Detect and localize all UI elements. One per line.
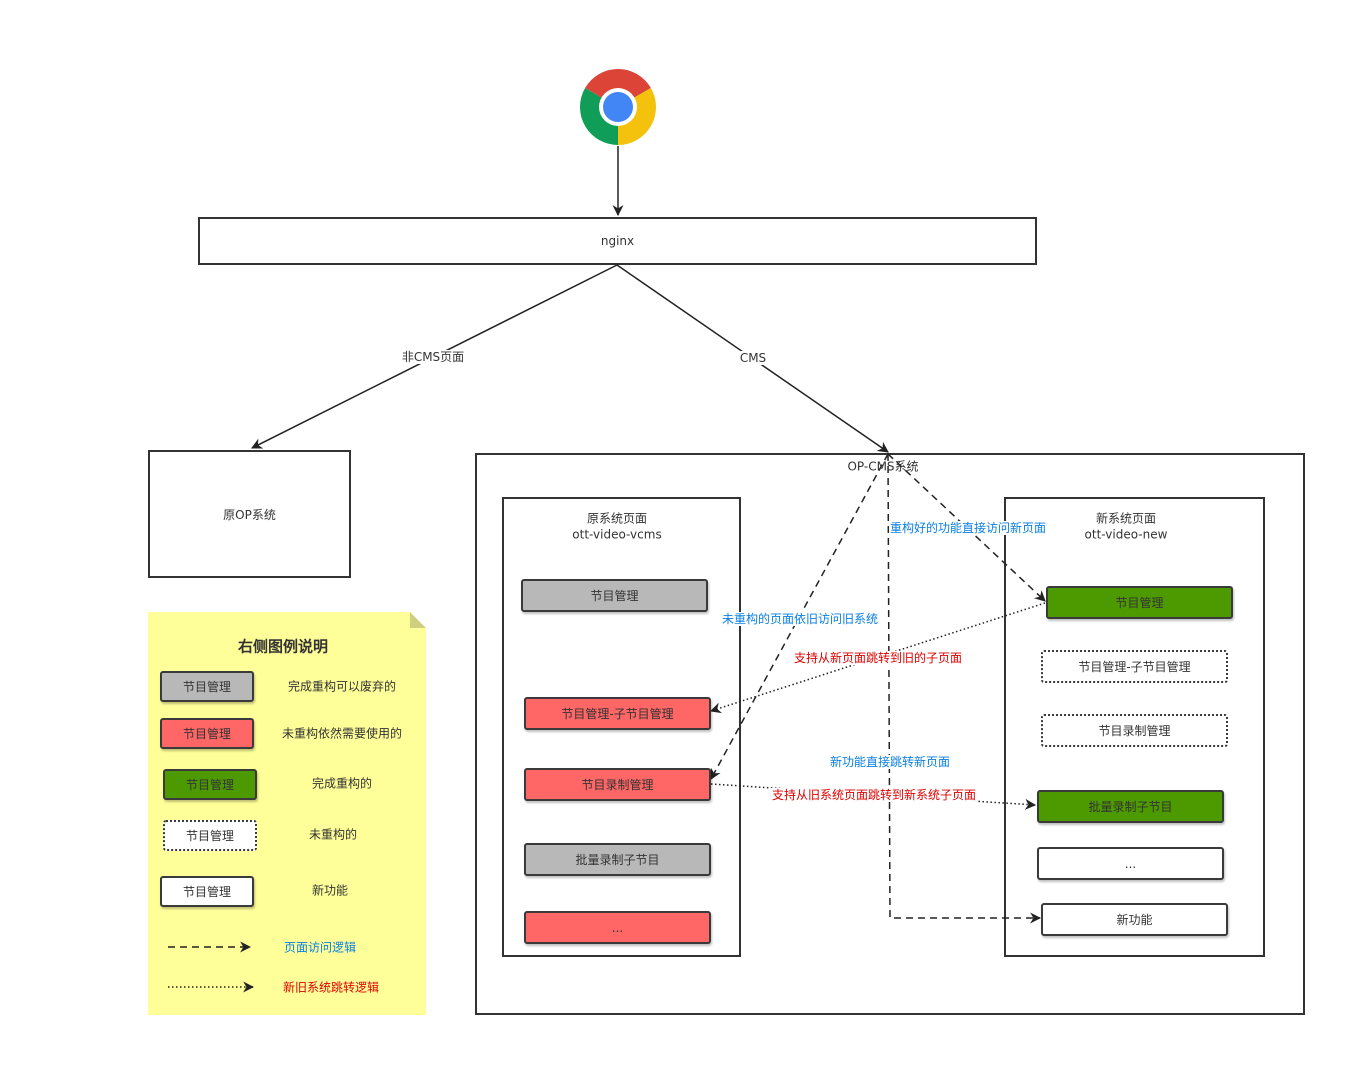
- op-system-box: 原OP系统: [148, 450, 351, 578]
- new-pages-title: 新系统页面: [1095, 511, 1157, 526]
- old-pages-title: 原系统页面: [586, 511, 648, 526]
- new-page-recording-management: 节目录制管理: [1041, 714, 1228, 747]
- old-page-batch-recording: 批量录制子节目: [524, 843, 711, 876]
- new-page-more: ...: [1037, 847, 1224, 880]
- edge-label-non-cms: 非CMS页面: [400, 350, 466, 364]
- edge-label-unrefactored-old: 未重构的页面依旧访问旧系统: [720, 612, 880, 626]
- old-page-recording-management: 节目录制管理: [524, 768, 711, 801]
- legend-note-fold: [410, 612, 426, 628]
- old-pages-subtitle: ott-video-vcms: [572, 527, 662, 542]
- legend-title: 右侧图例说明: [237, 637, 329, 656]
- legend-meaning-gray: 完成重构可以废弃的: [287, 679, 397, 694]
- chrome-icon: [579, 68, 657, 145]
- new-pages-subtitle: ott-video-new: [1084, 527, 1168, 542]
- old-page-subprogram-management: 节目管理-子节目管理: [524, 697, 711, 730]
- legend-sample-white: 节目管理: [160, 876, 254, 907]
- new-page-subprogram-management: 节目管理-子节目管理: [1041, 650, 1228, 683]
- old-page-more: ...: [524, 911, 711, 944]
- nginx-box: nginx: [198, 217, 1037, 265]
- legend-meaning-green: 完成重构的: [311, 776, 373, 791]
- legend-meaning-dotted: 未重构的: [308, 827, 358, 842]
- op-system-label: 原OP系统: [223, 507, 276, 522]
- legend-meaning-white: 新功能: [311, 883, 349, 898]
- new-page-program-management: 节目管理: [1046, 586, 1233, 619]
- op-cms-label: OP-CMS系统: [847, 459, 919, 474]
- edge-label-refactored-direct: 重构好的功能直接访问新页面: [888, 521, 1048, 535]
- legend-meaning-red: 未重构依然需要使用的: [281, 726, 403, 741]
- legend-sample-dotted: 节目管理: [163, 820, 257, 851]
- nginx-label: nginx: [600, 234, 635, 248]
- edge-label-old-to-new: 支持从旧系统页面跳转到新系统子页面: [770, 788, 978, 802]
- edge-label-new-feature: 新功能直接跳转新页面: [828, 755, 952, 769]
- legend-meaning-dashed-line: 页面访问逻辑: [283, 940, 357, 955]
- old-page-program-management: 节目管理: [521, 579, 708, 612]
- edge-label-new-to-old: 支持从新页面跳转到旧的子页面: [792, 651, 964, 665]
- legend-sample-green: 节目管理: [163, 769, 257, 800]
- new-page-batch-recording: 批量录制子节目: [1037, 790, 1224, 823]
- legend-sample-gray: 节目管理: [160, 671, 254, 702]
- edge-label-cms: CMS: [738, 351, 768, 365]
- legend-sample-red: 节目管理: [160, 718, 254, 749]
- legend-meaning-dotted-line: 新旧系统跳转逻辑: [282, 980, 380, 995]
- new-page-new-feature: 新功能: [1041, 903, 1228, 936]
